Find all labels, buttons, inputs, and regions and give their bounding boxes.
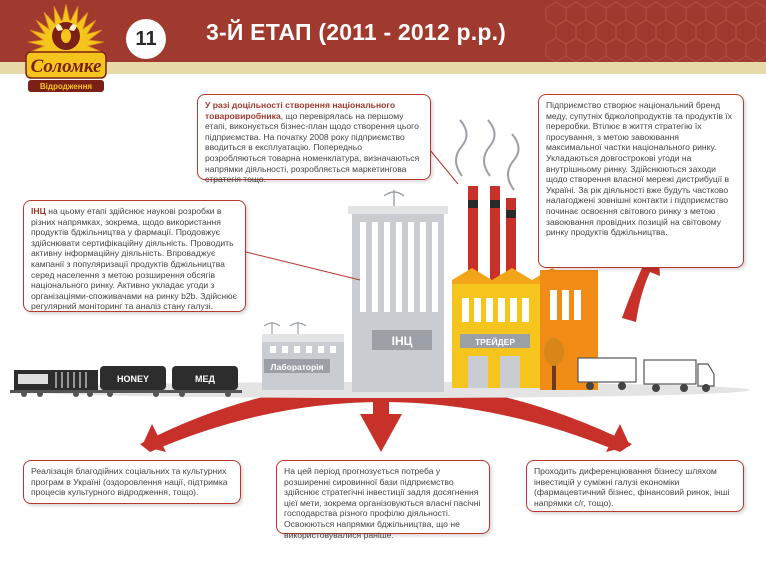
arrow-down-head [360,414,402,452]
arrow-right-head [606,424,630,452]
header-strip [0,62,766,74]
page-title: 3-Й ЕТАП (2011 - 2012 р.р.) [206,19,507,45]
callout-diversification-text: Проходить диференціювання бізнесу шляхом… [534,466,730,508]
wagon-med-label: МЕД [195,374,216,384]
stage-number-badge: 11 [126,19,166,59]
callout-charity: Реалізація благодійних соціальних та кул… [23,460,241,504]
callout-brand: Підприємство створює національний бренд … [538,94,744,268]
factory-building: ТРЕЙДЕР [452,119,598,390]
train: HONEY МЕД [10,366,242,397]
pointer-top-center [429,149,459,185]
distribution-arrows [140,382,632,452]
callout-producer: У разі доцільності створення національно… [197,94,431,184]
callout-raw-base-text: На цей період прогнозується потреба у ро… [284,466,481,540]
header-bar: Соломке Відродження 11 3-Й ЕТАП (2011 - … [0,0,766,92]
brand-logo: Соломке Відродження [25,3,107,92]
truck [577,357,715,392]
callout-inc-lead: ІНЦ [31,206,46,216]
inc-building: ІНЦ [348,190,448,392]
honeycomb-pattern [545,1,766,62]
logo-text: Соломке [31,56,102,77]
tree [544,338,564,390]
arrow-left-head [142,424,166,452]
callout-producer-text: , що перевірялась на першому етапі, вико… [205,110,420,185]
callout-producer-lead: У разі доцільності створення національно… [205,100,396,121]
lab-label: Лабораторія [270,362,323,372]
sunburst-icon [27,3,105,53]
callout-inc: ІНЦ на цьому етапі здійснює наукові розр… [23,200,246,312]
inc-label: ІНЦ [392,334,413,348]
pointer-left [245,251,361,281]
trader-label: ТРЕЙДЕР [475,336,515,347]
callout-raw-base: На цей період прогнозується потреба у ро… [276,460,490,540]
wagon-honey-label: HONEY [117,374,149,384]
laboratory-building: Лабораторія [262,322,344,390]
logo-subtext: Відродження [40,82,93,91]
callout-inc-text: на цьому етапі здійснює наукові розробки… [31,206,237,312]
callout-diversification: Проходить диференціювання бізнесу шляхом… [526,460,744,512]
callout-charity-text: Реалізація благодійних соціальних та кул… [31,466,228,498]
callout-brand-text: Підприємство створює національний бренд … [546,100,732,238]
